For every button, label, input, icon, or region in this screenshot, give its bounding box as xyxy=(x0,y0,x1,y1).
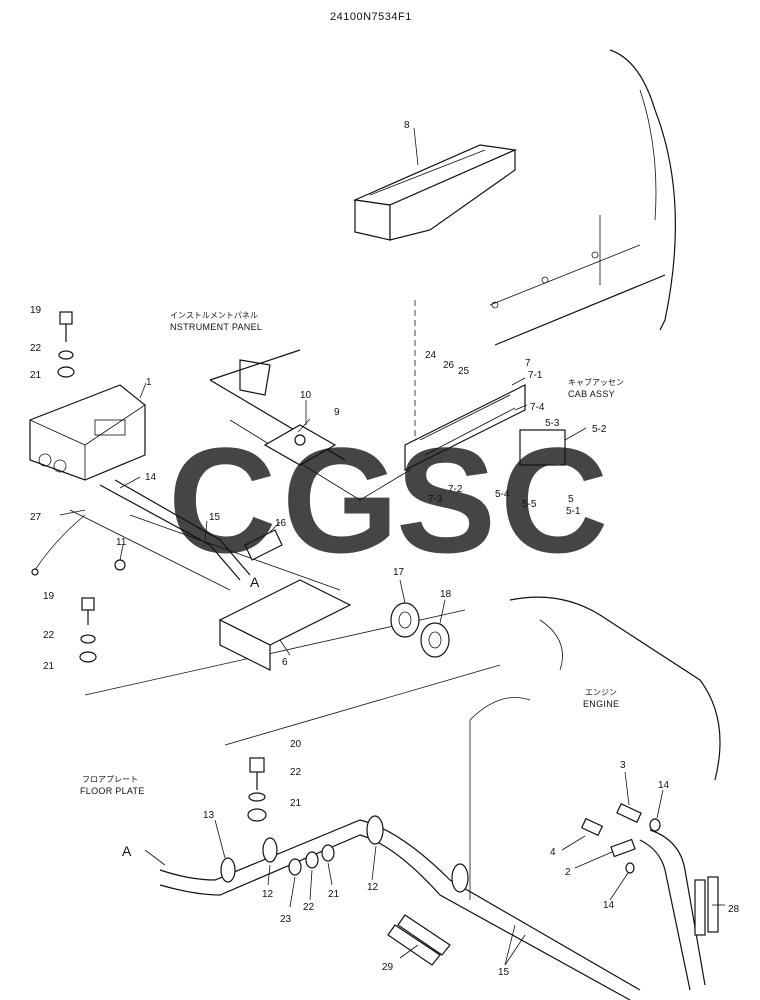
engine-block xyxy=(469,596,721,900)
watermark-letter: C xyxy=(500,416,608,584)
instrument-panel-label: NSTRUMENT PANEL xyxy=(170,322,262,332)
drawing-number: 24100N7534F1 xyxy=(330,11,412,23)
section-labels: インストルメントパネル NSTRUMENT PANEL キャブアッセン CAB … xyxy=(80,311,624,859)
callout: 7-1 xyxy=(528,370,543,381)
grommets xyxy=(390,602,450,658)
controller-unit xyxy=(404,384,566,471)
cab-body xyxy=(414,49,676,460)
view-ref-lower: A xyxy=(122,843,132,859)
callout: 17 xyxy=(393,567,405,578)
callout: 28 xyxy=(728,904,740,915)
callout: 4 xyxy=(550,847,556,858)
upper-hoses xyxy=(99,479,283,581)
callout: 22 xyxy=(290,767,302,778)
callout: 7-3 xyxy=(428,494,443,505)
callout: 8 xyxy=(404,120,410,131)
watermark-letter: S xyxy=(396,416,496,584)
callout: 7-2 xyxy=(448,484,463,495)
callout: 14 xyxy=(603,900,615,911)
leader-lines xyxy=(59,127,725,966)
bolt-group-left xyxy=(31,311,126,663)
callout: 26 xyxy=(443,360,455,371)
callout: 21 xyxy=(30,370,42,381)
callout: 5 xyxy=(568,494,574,505)
spare-tubes xyxy=(387,876,719,966)
callout: 19 xyxy=(30,305,42,316)
instrument-panel xyxy=(209,349,411,501)
callout: 11 xyxy=(116,537,127,548)
callout: 29 xyxy=(382,962,394,973)
callout: 18 xyxy=(440,589,452,600)
watermark-letter: C xyxy=(168,416,276,584)
callout: 5-3 xyxy=(545,418,560,429)
callout: 14 xyxy=(145,472,157,483)
cab-assy-label: CAB ASSY xyxy=(568,389,615,399)
floor-plate-label-jp: フロアプレート xyxy=(82,775,138,784)
callout: 22 xyxy=(303,902,315,913)
callout: 5-2 xyxy=(592,424,607,435)
callout: 16 xyxy=(275,518,287,529)
callout: 5-5 xyxy=(522,499,537,510)
callout: 14 xyxy=(658,780,670,791)
callout: 22 xyxy=(43,630,55,641)
watermark-letter: G xyxy=(282,416,399,584)
callout: 25 xyxy=(458,366,470,377)
console-box xyxy=(352,144,518,241)
instrument-panel-label-jp: インストルメントパネル xyxy=(170,311,258,320)
cab-assy-label-jp: キャブアッセン xyxy=(568,377,624,387)
engine-label-jp: エンジン xyxy=(585,688,617,697)
callout: 7 xyxy=(525,358,531,369)
callout: 10 xyxy=(300,390,312,401)
callout: 3 xyxy=(620,760,626,771)
callout: 21 xyxy=(328,889,340,900)
callout: 22 xyxy=(30,343,42,354)
callout: 2 xyxy=(565,867,571,878)
callout: 20 xyxy=(290,739,302,750)
callout: 5-1 xyxy=(566,506,581,517)
callout: 27 xyxy=(30,512,42,523)
callout: 15 xyxy=(209,512,221,523)
lower-hose-assembly xyxy=(159,815,706,1000)
callout: 12 xyxy=(367,882,379,893)
callout: 21 xyxy=(43,661,55,672)
callout: 6 xyxy=(282,657,288,668)
callout: 1 xyxy=(146,377,152,388)
view-ref-upper: A xyxy=(250,574,260,590)
callout: 21 xyxy=(290,798,302,809)
callout-numbers: 8 19 22 21 1 10 9 24 26 25 7 7-1 7-4 5-3… xyxy=(30,120,740,978)
callout: 7-4 xyxy=(530,402,545,413)
fittings xyxy=(580,803,661,874)
callout: 24 xyxy=(425,350,437,361)
callout: 5-4 xyxy=(495,489,510,500)
callout: 12 xyxy=(262,889,274,900)
main-controller xyxy=(29,384,146,481)
callout: 19 xyxy=(43,591,55,602)
callout: 9 xyxy=(334,407,340,418)
callout: 15 xyxy=(498,967,510,978)
cgsc-watermark: C G S C xyxy=(168,416,608,584)
bolt-group-center xyxy=(247,757,267,822)
callout: 23 xyxy=(280,914,292,925)
bracket xyxy=(218,579,352,671)
floor-plate-label: FLOOR PLATE xyxy=(80,786,145,796)
engine-label: ENGINE xyxy=(583,699,619,709)
callout: 13 xyxy=(203,810,215,821)
